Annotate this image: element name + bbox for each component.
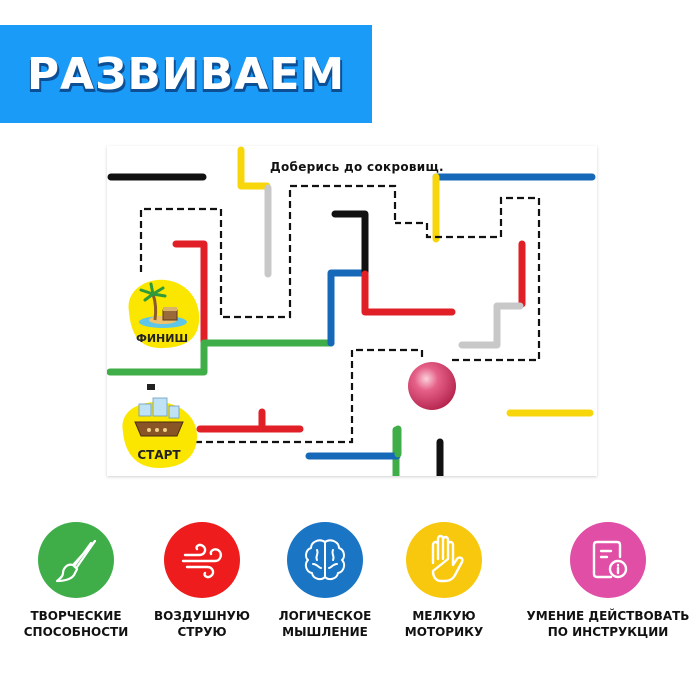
maze-graphic bbox=[107, 146, 596, 476]
document-info-icon bbox=[592, 540, 628, 579]
maze-dashed-path bbox=[195, 348, 424, 444]
title-banner: РАЗВИВАЕМ bbox=[0, 25, 372, 123]
start-marker: СТАРТ bbox=[117, 384, 201, 470]
skill-label: МЕЛКУЮ МОТОРИКУ bbox=[404, 609, 484, 639]
wind-icon bbox=[181, 543, 223, 579]
skill-label: ЛОГИЧЕСКОЕ МЫШЛЕНИЕ bbox=[278, 609, 372, 639]
maze-wall-yellow bbox=[237, 146, 271, 190]
finish-blob bbox=[128, 279, 200, 348]
skill-creative: ТВОРЧЕСКИЕ СПОСОБНОСТИ bbox=[0, 522, 156, 640]
brain-icon bbox=[304, 539, 346, 581]
maze-instruction: Доберись до сокровищ. bbox=[270, 160, 444, 174]
finish-label: ФИНИШ bbox=[135, 332, 189, 345]
maze-wall-black bbox=[331, 210, 369, 276]
paintbrush-icon bbox=[55, 539, 97, 583]
skill-badge bbox=[164, 522, 240, 598]
skill-label: УМЕНИЕ ДЕЙСТВОВАТЬ ПО ИНСТРУКЦИИ bbox=[526, 609, 690, 639]
start-blob bbox=[122, 384, 197, 468]
maze-wall-gray bbox=[458, 302, 524, 349]
skill-label: ВОЗДУШНУЮ СТРУЮ bbox=[153, 609, 251, 639]
skill-breath: ВОЗДУШНУЮ СТРУЮ bbox=[122, 522, 282, 640]
maze-wall-red bbox=[172, 240, 208, 350]
skill-label: ТВОРЧЕСКИЕ СПОСОБНОСТИ bbox=[23, 609, 129, 639]
skill-badge bbox=[406, 522, 482, 598]
maze-wall-red bbox=[196, 408, 304, 433]
maze-card: Доберись до сокровищ. ФИНИШ bbox=[107, 146, 597, 476]
skill-instructions: УМЕНИЕ ДЕЙСТВОВАТЬ ПО ИНСТРУКЦИИ bbox=[516, 522, 700, 640]
skill-motor: МЕЛКУЮ МОТОРИКУ bbox=[364, 522, 524, 640]
skills-list: ТВОРЧЕСКИЕ СПОСОБНОСТИ ВОЗДУШНУЮ СТРУЮ bbox=[0, 522, 700, 642]
maze-dashed-path bbox=[395, 196, 541, 362]
maze-wall-blue bbox=[327, 269, 366, 347]
skill-logic: ЛОГИЧЕСКОЕ МЫШЛЕНИЕ bbox=[245, 522, 405, 640]
skill-badge bbox=[287, 522, 363, 598]
banner-title: РАЗВИВАЕМ bbox=[26, 48, 346, 100]
finish-marker: ФИНИШ bbox=[121, 276, 203, 350]
hand-icon bbox=[431, 534, 464, 583]
maze-ball bbox=[408, 362, 456, 410]
maze-wall-red bbox=[361, 270, 456, 316]
start-label: СТАРТ bbox=[137, 448, 181, 462]
skill-badge bbox=[570, 522, 646, 598]
skill-badge bbox=[38, 522, 114, 598]
maze-wall-green bbox=[107, 339, 335, 376]
